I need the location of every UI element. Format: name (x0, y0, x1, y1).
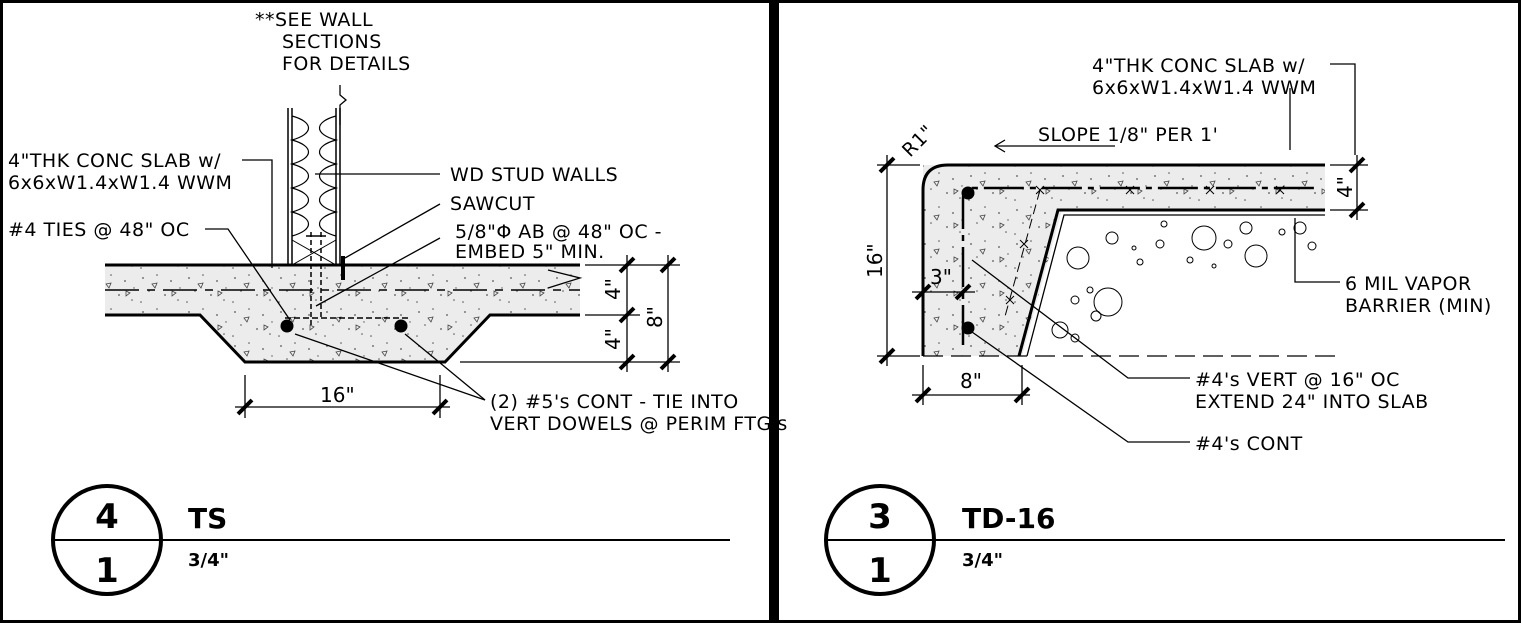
ts-slab-note-line-1: 4"THK CONC SLAB w/ (8, 150, 221, 172)
anchor-note-line-1: 5/8"Φ AB @ 48" OC - (455, 221, 662, 243)
vapor-note-line-2: BARRIER (MIN) (1345, 295, 1492, 317)
ts-dimension-lines (235, 255, 680, 418)
td16-title: TD-16 (962, 502, 1055, 535)
td16-width-dim: 8" (960, 369, 982, 393)
ts-bottom-dim: 4" (601, 328, 625, 350)
detail-ts: **SEE WALL SECTIONS FOR DETAILS (8, 9, 788, 596)
ts-bubble-sheet: 1 (95, 551, 119, 591)
ts-title-block: 4 1 TS 3/4" (51, 484, 730, 596)
td16-cover-dim: 3" (930, 265, 952, 289)
vert-note-line-2: EXTEND 24" INTO SLAB (1195, 391, 1429, 413)
detail-td16: 4"THK CONC SLAB w/ 6x6xW1.4xW1.4 WWM SLO… (824, 55, 1505, 596)
td16-slab-note-line-2: 6x6xW1.4xW1.4 WWM (1092, 77, 1316, 99)
ts-dimension-ticks (236, 256, 677, 416)
td16-scale: 3/4" (962, 550, 1003, 571)
see-wall-note-line-2: SECTIONS (282, 31, 382, 53)
vert-note-line-1: #4's VERT @ 16" OC (1195, 369, 1400, 391)
see-wall-note-line-3: FOR DETAILS (282, 53, 411, 75)
td16-dimension-lines (877, 155, 1368, 405)
td16-slab-dim: 4" (1333, 176, 1357, 198)
ts-total-dim: 8" (643, 306, 667, 328)
stud-wall-note: WD STUD WALLS (450, 164, 618, 186)
radius-note: R1" (898, 121, 939, 162)
vapor-note-line-1: 6 MIL VAPOR (1345, 273, 1472, 295)
ts-title: TS (188, 502, 227, 535)
ts-slab-note-line-2: 6x6xW1.4xW1.4 WWM (8, 172, 232, 194)
cont-note: #4's CONT (1195, 433, 1303, 455)
ties-note: #4 TIES @ 48" OC (8, 219, 190, 241)
td16-bubble-sheet: 1 (868, 551, 892, 591)
ts-width-dim: 16" (320, 383, 355, 407)
ts-leaders (205, 159, 583, 401)
td16-slab-note-line-1: 4"THK CONC SLAB w/ (1092, 55, 1305, 77)
sawcut-note: SAWCUT (450, 193, 535, 215)
stud-wall (287, 85, 348, 266)
td16-leaders (971, 63, 1356, 443)
grade-beam-section (923, 165, 1325, 356)
td16-bubble-number: 3 (868, 497, 892, 537)
ts-top-dim: 4" (601, 278, 625, 300)
anchor-note-line-2: EMBED 5" MIN. (455, 241, 605, 263)
ts-bubble-number: 4 (95, 497, 119, 537)
bars-note-line-1: (2) #5's CONT - TIE INTO (490, 391, 739, 413)
td16-dimension-ticks (878, 156, 1366, 404)
slope-note: SLOPE 1/8" PER 1' (1038, 124, 1218, 146)
bars-note-line-2: VERT DOWELS @ PERIM FTG's (490, 413, 788, 435)
td16-title-block: 3 1 TD-16 3/4" (824, 484, 1505, 596)
ts-scale: 3/4" (188, 550, 229, 571)
see-wall-note-line-1: **SEE WALL (255, 9, 373, 31)
gravel-fill (1051, 220, 1317, 343)
td16-height-dim: 16" (863, 243, 887, 278)
